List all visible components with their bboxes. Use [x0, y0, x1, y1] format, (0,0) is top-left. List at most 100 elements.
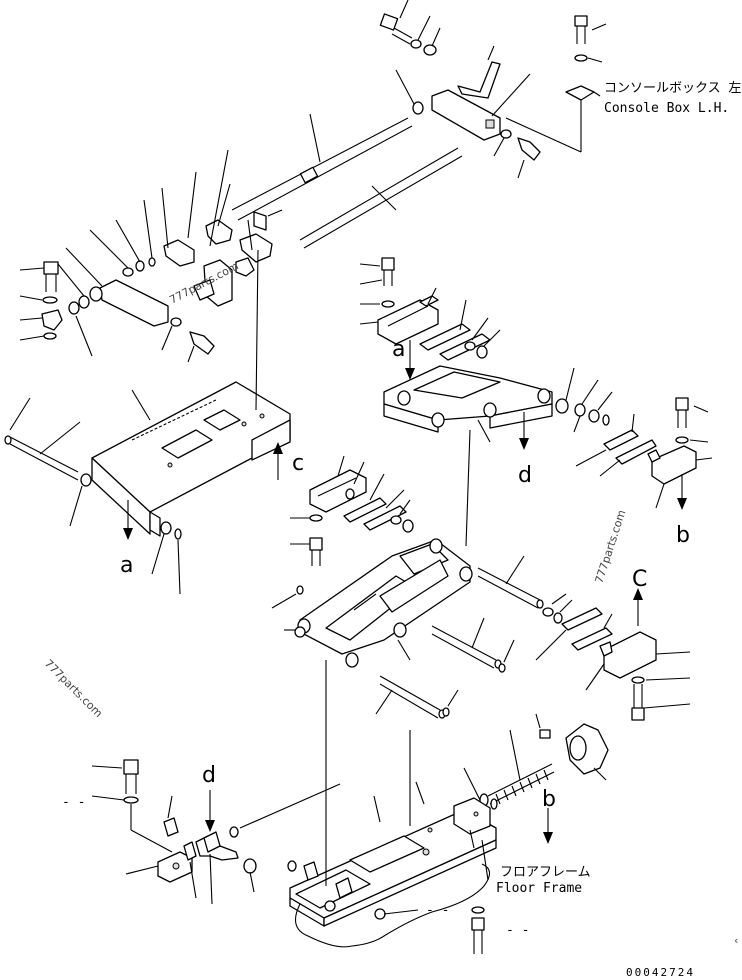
bolt-top-center [379, 13, 413, 45]
spacer-plate [615, 439, 657, 465]
bracket-side [383, 403, 439, 433]
callout-d-upper: d [518, 463, 532, 488]
link-nut [235, 257, 255, 277]
long-rod-upper [231, 117, 409, 211]
nut [490, 798, 498, 810]
plate-cutout [203, 409, 241, 431]
floor-outline [294, 863, 491, 948]
rod-clip [299, 166, 319, 184]
mounting-plate-leg [149, 511, 161, 537]
bushing [78, 295, 90, 309]
link-block [205, 219, 233, 245]
washer [68, 301, 80, 315]
frame-bracket [453, 797, 491, 835]
lower-left-lock-group: d - - [62, 759, 257, 905]
frame-bolt [374, 908, 386, 920]
washer [381, 300, 395, 308]
bolt [309, 537, 323, 551]
long-rod-lower [299, 147, 459, 241]
snap-ring [287, 860, 297, 872]
bracket-side [489, 403, 553, 429]
washer [464, 341, 476, 351]
spacer-plate [603, 429, 639, 451]
mounting-plate-leg [251, 419, 291, 461]
long-pin [7, 435, 79, 473]
bracket-boss [429, 538, 443, 554]
pin [379, 675, 441, 711]
bushing [555, 398, 569, 414]
snap-ring [148, 257, 156, 267]
rail-block [603, 631, 657, 679]
washer [170, 317, 182, 327]
frame-pocket [349, 835, 425, 873]
left-link-group [19, 149, 283, 363]
bolt-console [574, 15, 588, 44]
bracket-window [413, 371, 501, 399]
bracket-boss [393, 622, 407, 638]
upper-seat-bracket-group: a d [359, 257, 613, 488]
spacer-plate [561, 607, 603, 631]
pin [477, 567, 541, 601]
frame-pocket [295, 869, 371, 909]
bushing [412, 101, 424, 115]
plate-slots [131, 399, 217, 441]
rail-block [651, 445, 697, 485]
bracket-boss [537, 388, 551, 404]
bolt [381, 257, 395, 271]
bushing [80, 473, 92, 487]
bolt-right-small [517, 137, 541, 161]
callout-c-left: c [292, 451, 304, 476]
frame-bracket [335, 877, 353, 899]
spacer-plate [419, 323, 471, 351]
watermark: 777parts.com [42, 657, 105, 720]
snap-ring [296, 585, 304, 595]
snap-ring [229, 826, 239, 838]
washer [574, 54, 588, 62]
bushing [243, 858, 257, 874]
bracket-boss [397, 390, 411, 406]
pin [431, 625, 497, 661]
snap-ring [602, 414, 610, 426]
callout-a-upper: a [392, 337, 405, 362]
washer [631, 676, 645, 684]
washer [423, 44, 437, 56]
snap-ring [174, 528, 182, 540]
washer [410, 39, 422, 49]
washer [135, 260, 145, 272]
bracket-boss [431, 412, 445, 428]
bracket-boss [483, 402, 497, 418]
document-code: 00042724 [626, 966, 695, 979]
bracket-hole [485, 119, 495, 129]
bushing [476, 345, 488, 359]
washer [675, 436, 689, 444]
bushing [574, 403, 586, 417]
adjust-link [99, 279, 169, 327]
top-linkage-group: コンソールボックス 左 Console Box L.H. [231, 0, 741, 249]
link-block [239, 233, 273, 263]
washer [588, 409, 600, 423]
bent-pin [457, 61, 501, 99]
bolt [631, 707, 645, 721]
link-nut [193, 279, 215, 301]
snap-ring [294, 626, 306, 638]
snap-ring [498, 663, 506, 673]
nut [345, 488, 355, 500]
bolt [123, 759, 139, 775]
link-block [163, 239, 195, 267]
bushing [183, 841, 197, 861]
mounting-plate-side [91, 457, 151, 535]
washer [123, 796, 139, 804]
bushing [402, 519, 414, 533]
console-box-label-jp: コンソールボックス 左 [604, 81, 741, 96]
bolt [675, 397, 689, 411]
spacer-plate [363, 505, 407, 531]
small-pin [539, 729, 551, 739]
watermark: 777parts.com [592, 508, 628, 585]
console-bracket [431, 89, 501, 141]
callout-a-lower: a [120, 553, 133, 578]
washer [553, 612, 563, 624]
frame-bracket [303, 861, 319, 881]
floor-frame-label-en: Floor Frame [496, 881, 582, 896]
bracket-boss [345, 652, 359, 668]
